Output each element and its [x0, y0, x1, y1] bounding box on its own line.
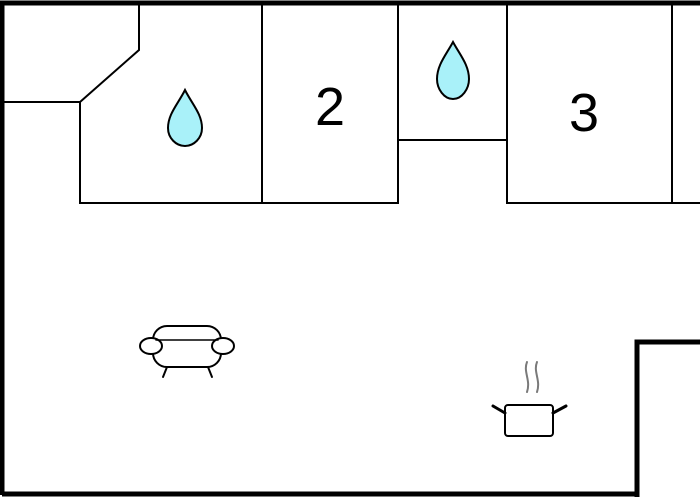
room-2-wall: [262, 3, 399, 204]
bathroom-water-drop-icon: [435, 39, 471, 101]
interior-walls: [0, 3, 700, 204]
bathroom-water-drop-icon: [166, 87, 204, 148]
room-3-wall: [506, 3, 673, 204]
room-label-3: 3: [569, 83, 599, 143]
sofa-icon: [139, 325, 235, 378]
cooking-pot-icon: [491, 361, 568, 437]
entry-wall: [0, 3, 140, 103]
bathroom-1-wall: [79, 102, 262, 204]
room-label-2: 2: [315, 77, 345, 137]
outer-wall-right-step: [634, 339, 700, 497]
